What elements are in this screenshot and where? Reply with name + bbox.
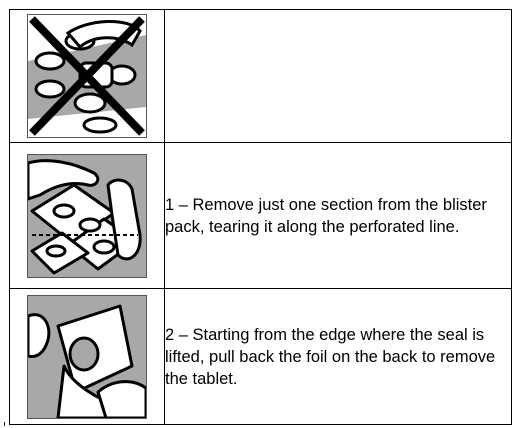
instruction-text [164,9,512,143]
image-cell [9,288,165,425]
peeling-foil-from-blister-illustration [27,294,147,419]
instruction-text: 2 – Starting from the edge where the sea… [164,288,512,425]
instruction-row: 1 – Remove just one section from the bli… [9,142,512,289]
instruction-row: 2 – Starting from the edge where the sea… [9,288,512,425]
instruction-row [9,9,512,143]
image-cell [9,9,165,143]
margin-mark [4,422,5,426]
image-cell [9,142,165,289]
tearing-blister-section-illustration [27,153,147,278]
instruction-table: 1 – Remove just one section from the bli… [9,9,512,425]
crossed-out-tablets-pushed-through-illustration [27,14,147,138]
instruction-text: 1 – Remove just one section from the bli… [164,142,512,289]
